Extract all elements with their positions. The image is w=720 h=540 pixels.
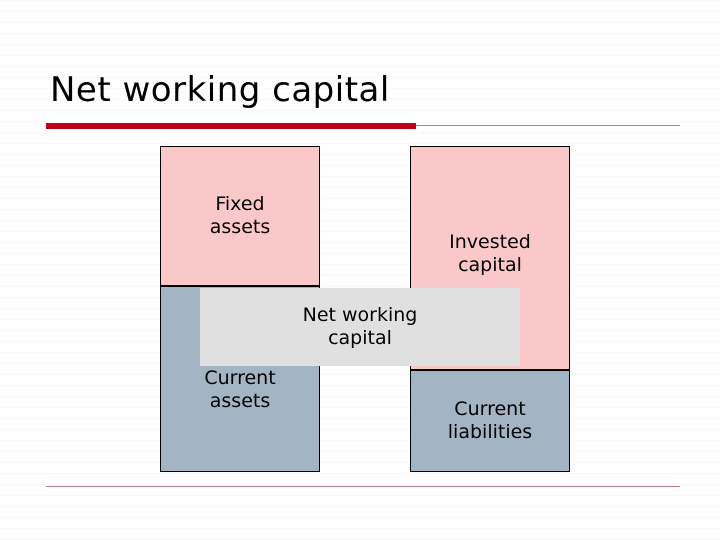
title-underline-accent <box>46 123 416 129</box>
block-current-assets-label: Current assets <box>204 366 276 412</box>
block-current-liabilities: Current liabilities <box>410 370 570 472</box>
block-net-working-capital: Net working capital <box>200 288 520 366</box>
block-net-working-capital-label: Net working capital <box>302 303 418 349</box>
block-fixed-assets: Fixed assets <box>160 146 320 286</box>
footer-rule <box>46 486 680 487</box>
block-fixed-assets-label: Fixed assets <box>209 192 271 238</box>
block-current-liabilities-label: Current liabilities <box>447 397 533 443</box>
block-invested-capital-label: Invested capital <box>449 231 531 277</box>
page-title: Net working capital <box>50 70 390 110</box>
